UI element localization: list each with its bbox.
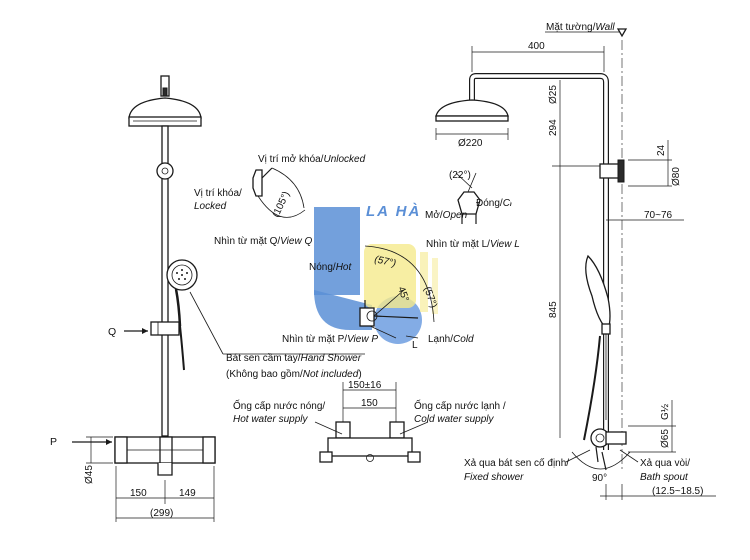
hand-shower-vi: Bát sen cầm tay/ bbox=[226, 352, 301, 364]
cold-supply-vi: Ống cấp nước lạnh / bbox=[414, 398, 506, 412]
dim-d80: Ø80 bbox=[671, 167, 682, 186]
hot-vi: Nóng/ bbox=[309, 262, 336, 273]
dim-d25: Ø25 bbox=[548, 85, 559, 104]
fixed-shower-en: Fixed shower bbox=[464, 472, 524, 483]
open-en: Open bbox=[443, 210, 468, 221]
svg-text:Vị trí mở khóa/Unlocked: Vị trí mở khóa/Unlocked bbox=[258, 153, 366, 165]
svg-text:(Không bao gồm/Not included): (Không bao gồm/Not included) bbox=[226, 368, 362, 380]
dim-d400: 400 bbox=[528, 41, 545, 52]
cold-supply-en: Cold water supply bbox=[414, 414, 494, 425]
svg-text:Lạnh/Cold: Lạnh/Cold bbox=[428, 334, 474, 345]
angle-105: (105°) bbox=[271, 190, 293, 219]
view-q-vi: Nhìn từ mặt Q/ bbox=[214, 236, 280, 247]
svg-text:Bát sen cầm tay/Hand Shower: Bát sen cầm tay/Hand Shower bbox=[226, 352, 362, 364]
not-included-en: Not included bbox=[303, 369, 359, 380]
view-q-en: View Q bbox=[280, 236, 312, 247]
front-dimensions: Ø45 150 149 (299) bbox=[84, 436, 215, 522]
view-p-vi: Nhìn từ mặt P/ bbox=[282, 334, 347, 345]
side-view: Mặt tường/Wall 400 Ø220 Ø25 294 24 Ø80 7… bbox=[435, 22, 716, 500]
dim-d845: 845 bbox=[548, 301, 559, 318]
svg-text:Nhìn từ mặt Q/View Q: Nhìn từ mặt Q/View Q bbox=[214, 236, 312, 247]
svg-text:Mở/Open: Mở/Open bbox=[425, 209, 468, 221]
front-view: Q P bbox=[50, 75, 365, 476]
fixed-shower-vi: Xả qua bát sen cố định/ bbox=[464, 457, 569, 469]
angle-57a: (57°) bbox=[373, 254, 397, 269]
svg-text:Nhìn từ mặt L/View L: Nhìn từ mặt L/View L bbox=[426, 239, 520, 250]
locked-en: Locked bbox=[194, 201, 227, 212]
dim-d70-76: 70~76 bbox=[644, 210, 673, 221]
view-p-en: View P bbox=[347, 334, 378, 345]
svg-text:Nóng/Hot: Nóng/Hot bbox=[309, 262, 352, 273]
cold-en: Cold bbox=[453, 334, 474, 345]
dim-d150b: 150 bbox=[361, 398, 378, 409]
cold-vi: Lạnh/ bbox=[428, 334, 453, 345]
label-l: L bbox=[412, 340, 418, 351]
dim-d150-16: 150±16 bbox=[348, 380, 382, 391]
mixer-view: 150±16 150 Ống cấp nước nóng/ Hot water … bbox=[233, 380, 506, 463]
watermark-logo: LA HÀ bbox=[314, 203, 438, 344]
dim-d220: Ø220 bbox=[458, 138, 483, 149]
open-vi: Mở/ bbox=[425, 209, 443, 221]
dim-d12-18: (12.5~18.5) bbox=[652, 486, 703, 497]
hot-en: Hot bbox=[336, 262, 353, 273]
unlocked-vi: Vị trí mở khóa/ bbox=[258, 153, 324, 165]
dim-d65: Ø65 bbox=[660, 429, 671, 448]
watermark-text: LA HÀ bbox=[366, 203, 421, 220]
dim-d149: 149 bbox=[179, 488, 196, 499]
svg-text:Nhìn từ mặt P/View P: Nhìn từ mặt P/View P bbox=[282, 334, 378, 345]
label-q: Q bbox=[108, 326, 116, 338]
bath-spout-vi: Xả qua vòi/ bbox=[640, 458, 690, 469]
dim-d294: 294 bbox=[548, 119, 559, 136]
dim-d45: Ø45 bbox=[84, 465, 95, 484]
not-included-vi: (Không bao gồm/ bbox=[226, 368, 303, 380]
wall-en: Wall bbox=[595, 22, 615, 33]
svg-text:Mặt tường/Wall: Mặt tường/Wall bbox=[546, 22, 615, 33]
dim-d150a: 150 bbox=[130, 488, 147, 499]
unlocked-en: Unlocked bbox=[323, 154, 365, 165]
dim-d299: (299) bbox=[150, 508, 173, 519]
hand-shower-note: Bát sen cầm tay/Hand Shower (Không bao g… bbox=[226, 352, 362, 380]
dim-d90: 90° bbox=[592, 473, 607, 484]
label-p: P bbox=[50, 436, 57, 448]
bath-spout-en: Bath spout bbox=[640, 472, 689, 483]
view-l-en: View L bbox=[490, 239, 520, 250]
angle-22: (22°) bbox=[449, 170, 471, 181]
hot-supply-en: Hot water supply bbox=[233, 414, 308, 425]
hand-shower-en: Hand Shower bbox=[300, 353, 361, 364]
view-l-vi: Nhìn từ mặt L/ bbox=[426, 239, 490, 250]
not-included-close: ) bbox=[358, 369, 361, 380]
view-q: (105°) Vị trí mở khóa/Unlocked Vị trí kh… bbox=[194, 153, 366, 247]
angle-45: 45° bbox=[395, 285, 411, 303]
dim-d24: 24 bbox=[656, 144, 667, 156]
hot-supply-vi: Ống cấp nước nóng/ bbox=[233, 398, 325, 412]
dim-g12: G½ bbox=[660, 403, 671, 420]
locked-vi: Vị trí khóa/ bbox=[194, 188, 242, 199]
close-vi: Đóng/ bbox=[476, 198, 503, 209]
wall-vi: Mặt tường/ bbox=[546, 22, 596, 33]
